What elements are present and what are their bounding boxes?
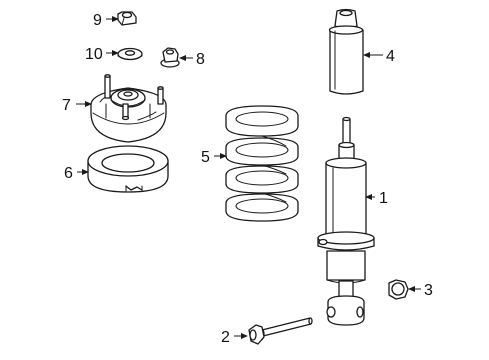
callout-10: 10 [85,46,119,63]
callout-6: 6 [64,165,89,182]
callout-label: 6 [64,165,73,182]
callout-label: 3 [424,282,433,299]
callout-label: 8 [196,51,205,68]
nut-part-9 [117,11,137,26]
callout-7: 7 [62,97,92,114]
nut-part-3 [388,279,409,300]
bolt-part-2 [248,317,313,345]
callout-label: 9 [93,12,102,29]
nut-part-8 [160,47,180,68]
callout-3: 3 [408,282,433,299]
washer-part-10 [117,47,143,61]
insulator-part-6 [87,145,169,193]
coil-spring-part-5 [225,105,299,222]
shock-absorber-part-1 [317,116,375,326]
upper-mount-part-7 [90,74,167,143]
callout-label: 2 [221,329,230,346]
callout-4: 4 [363,48,395,65]
dust-boot-part-4 [328,8,364,95]
callout-label: 7 [62,97,71,114]
callout-label: 10 [85,46,103,63]
callout-8: 8 [179,51,205,68]
callout-9: 9 [93,12,119,29]
callout-1: 1 [365,190,388,207]
callout-label: 5 [201,149,210,166]
callout-2: 2 [221,329,248,346]
callout-label: 1 [379,190,388,207]
callout-5: 5 [201,149,227,166]
callout-label: 4 [386,48,395,65]
